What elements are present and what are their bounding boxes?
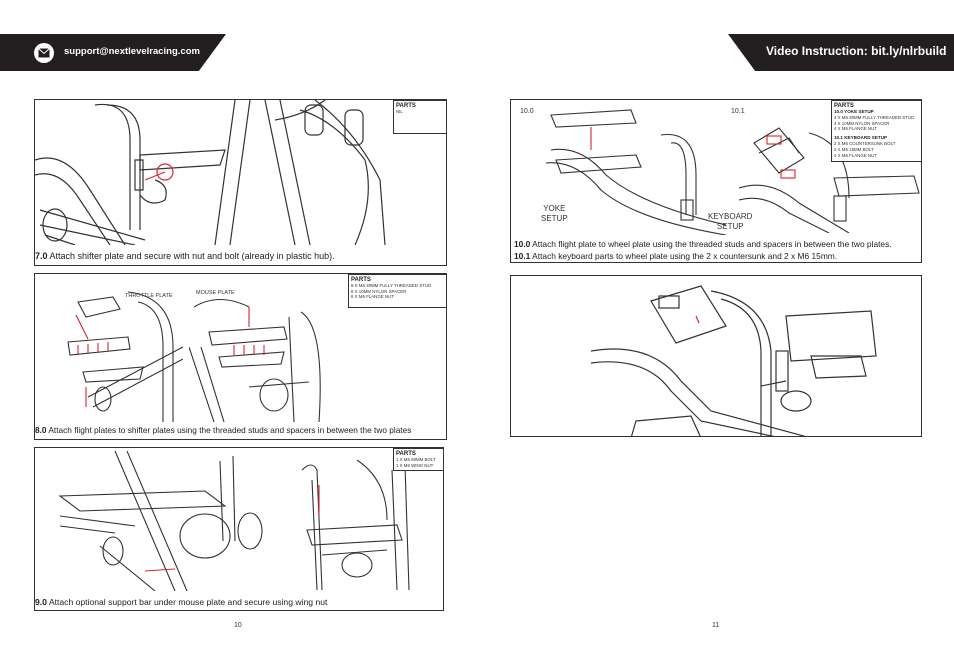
yoke-setup-line1: YOKE xyxy=(543,204,566,213)
yoke-setup-line2: SETUP xyxy=(541,214,568,224)
parts-item: 4 X M6 FLANGE NUT xyxy=(834,126,877,132)
parts-item: 4 X M6 30MM FULLY THREADED STUD xyxy=(834,114,915,120)
step-10-1-label: 10.1 xyxy=(731,108,745,115)
step-number: 8.0 xyxy=(35,425,47,435)
step-9-caption: 9.0 Attach optional support bar under mo… xyxy=(35,597,327,607)
step-10-parts-box: PARTS 10.0 YOKE SETUP 4 X M6 30MM FULLY … xyxy=(831,100,921,162)
envelope-icon xyxy=(34,43,54,63)
parts-item: 2 X M6 COUNTERSUNK BOLT xyxy=(834,141,896,147)
step-10-caption: 10.0 Attach flight plate to wheel plate … xyxy=(514,239,892,249)
step-text: Attach keyboard parts to wheel plate usi… xyxy=(530,251,838,261)
step-10-illustration-keyboard xyxy=(739,118,921,233)
parts-title: PARTS xyxy=(396,451,416,457)
parts-item: 8 X 10MM NYLON SPACER xyxy=(351,288,407,294)
step-number: 10.1 xyxy=(514,251,531,261)
parts-item: 4 X M6 FLANGE NUT xyxy=(834,152,877,158)
step-10-panel: 10.0 10.1 YOKE SETUP KEYBO xyxy=(510,99,922,263)
step-7-panel: PARTS NIL 7.0 Attach shifter plate and s… xyxy=(34,99,447,266)
step-8-illustration-throttle xyxy=(48,287,183,422)
step-8-panel: THROTTLE PLATE MOUSE PLATE PARTS 8 X M6 … xyxy=(34,273,447,440)
step-number: 9.0 xyxy=(35,597,47,607)
page-number-right: 11 xyxy=(712,622,720,629)
parts-title: PARTS xyxy=(351,277,371,283)
throttle-plate-label: THROTTLE PLATE xyxy=(125,293,173,299)
step-7-illustration xyxy=(35,100,446,245)
step-9-illustration-right xyxy=(297,460,422,590)
final-assembly-panel xyxy=(510,275,922,437)
parts-item: 4 X 10MM NYLON SPACER xyxy=(834,120,890,126)
step-text: Attach optional support bar under mouse … xyxy=(46,597,328,607)
parts-item: 8 X M6 30MM FULLY THREADED STUD xyxy=(351,283,432,288)
step-8-illustration-mouse xyxy=(189,287,325,422)
step-number: 10.0 xyxy=(514,239,531,249)
video-instruction-link[interactable]: Video Instruction: bit.ly/nlrbuild xyxy=(766,44,947,58)
step-text: Attach shifter plate and secure with nut… xyxy=(47,251,335,261)
keyboard-parts-heading: 10.1 KEYBOARD SETUP xyxy=(834,135,888,141)
step-10-0-label: 10.0 xyxy=(520,108,534,115)
keyboard-setup-line1: KEYBOARD xyxy=(708,212,753,221)
step-7-caption: 7.0 Attach shifter plate and secure with… xyxy=(35,251,335,261)
parts-item: 1 X M6 60MM BOLT xyxy=(396,457,436,462)
parts-title: PARTS xyxy=(834,103,854,109)
yoke-parts-heading: 10.0 YOKE SETUP xyxy=(834,109,874,114)
parts-item: NIL xyxy=(396,109,403,114)
parts-item: 1 X M6 WING NUT xyxy=(396,462,434,468)
final-assembly-illustration xyxy=(591,281,891,436)
video-banner: Video Instruction: bit.ly/nlrbuild xyxy=(728,34,954,71)
step-9-parts-box: PARTS 1 X M6 60MM BOLT 1 X M6 WING NUT xyxy=(393,448,443,471)
keyboard-setup-label: KEYBOARD SETUP xyxy=(708,212,752,233)
step-text: Attach flight plate to wheel plate using… xyxy=(530,239,892,249)
step-number: 7.0 xyxy=(35,251,48,261)
page-number-left: 10 xyxy=(234,622,242,629)
yoke-setup-label: YOKE SETUP xyxy=(541,204,568,225)
step-8-caption: 8.0 Attach flight plates to shifter plat… xyxy=(35,425,411,435)
step-9-illustration-left xyxy=(55,451,270,591)
mouse-plate-label: MOUSE PLATE xyxy=(196,290,235,296)
step-10-illustration-yoke xyxy=(541,105,726,235)
step-10-1-caption: 10.1 Attach keyboard parts to wheel plat… xyxy=(514,251,837,261)
keyboard-setup-line2: SETUP xyxy=(716,222,744,232)
parts-title: PARTS xyxy=(396,103,416,109)
parts-item: 8 X M6 FLANGE NUT xyxy=(351,294,394,300)
step-text: Attach flight plates to shifter plates u… xyxy=(46,425,412,435)
parts-item: 2 X M6 15MM BOLT xyxy=(834,146,874,152)
step-9-panel: PARTS 1 X M6 60MM BOLT 1 X M6 WING NUT 9… xyxy=(34,447,444,611)
step-7-parts-box: PARTS NIL xyxy=(393,100,446,134)
step-8-parts-box: PARTS 8 X M6 30MM FULLY THREADED STUD 8 … xyxy=(348,274,446,308)
support-email-link[interactable]: support@nextlevelracing.com xyxy=(64,46,200,57)
email-banner: support@nextlevelracing.com xyxy=(0,34,226,71)
